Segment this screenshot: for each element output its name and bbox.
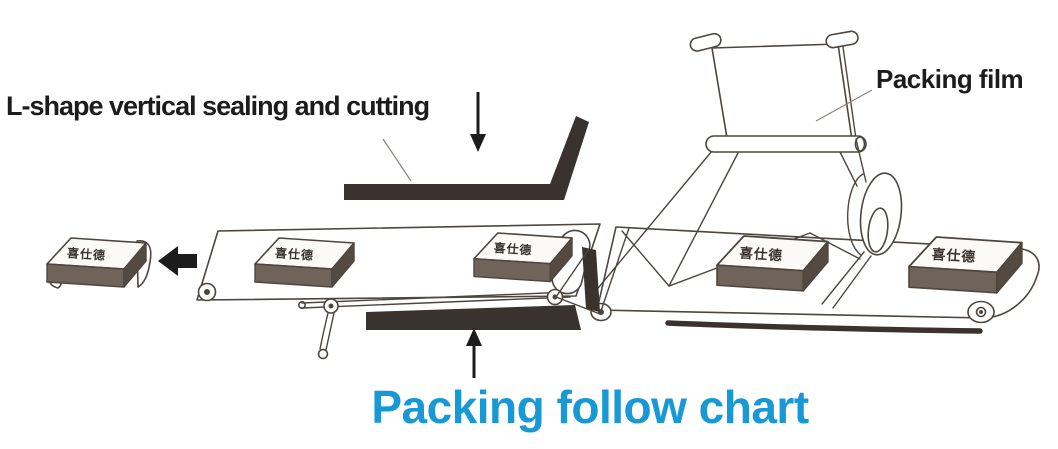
l-shape-seal-bar [344,116,589,200]
film-clamp-rail [297,291,571,309]
up-arrow-icon [466,328,482,378]
vertical-seal-bar [582,247,600,312]
down-arrow-icon [470,92,486,152]
packing-film-label: Packing film [876,64,1024,94]
l-shape-seal-label: L-shape vertical sealing and cutting [6,91,430,121]
film-dispenser [689,30,867,187]
leader-line-seal [382,138,412,182]
film-forming-triangle [588,150,861,300]
film-roll [821,172,903,309]
diagram-title: Packing follow chart [371,381,809,433]
leader-line-film [815,89,873,122]
pivot-arm [317,298,339,360]
left-arrow-icon [158,246,197,276]
bottom-seal-bar [366,305,581,330]
wrapped-box-finished [46,237,152,289]
